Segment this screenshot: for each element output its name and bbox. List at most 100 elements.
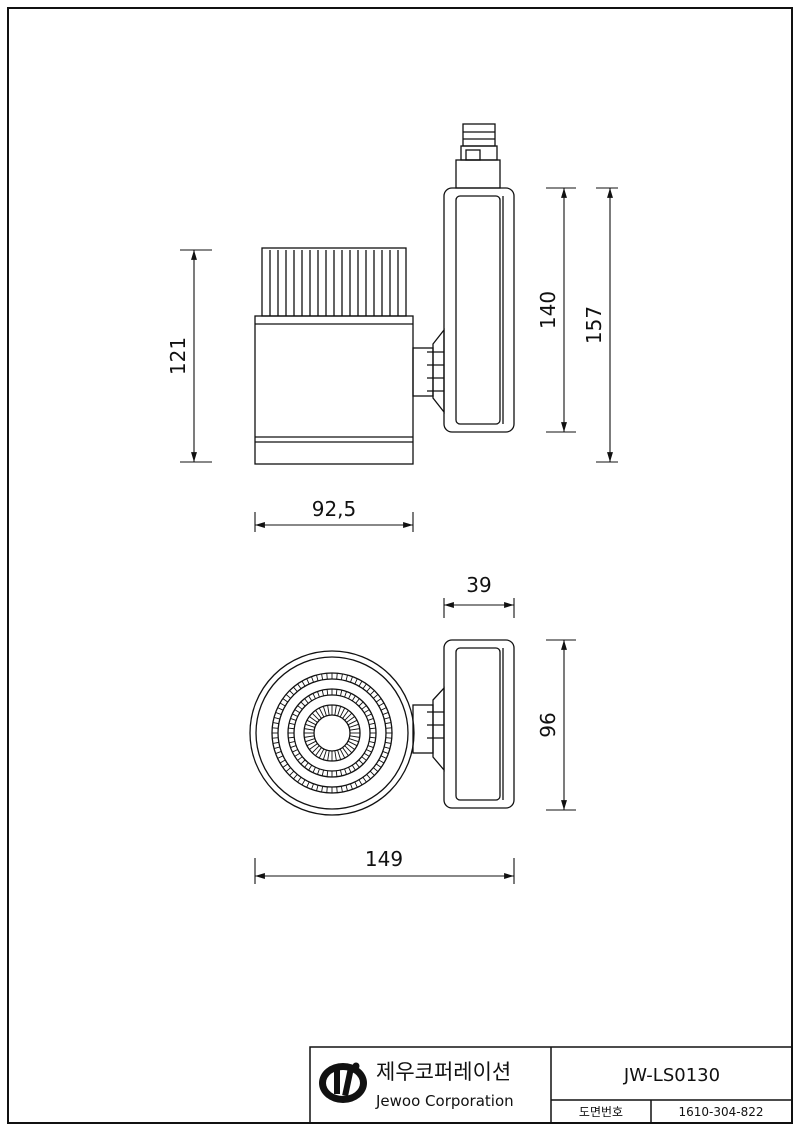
grille-line	[349, 735, 360, 738]
grille-line	[348, 767, 352, 773]
grille-line	[350, 783, 353, 790]
grille-line	[297, 683, 302, 690]
grille-line	[385, 727, 392, 729]
grille-line	[345, 674, 348, 681]
grille-line	[340, 769, 343, 776]
grille-line	[277, 755, 284, 759]
grille-line	[279, 702, 286, 707]
grille-line	[315, 710, 322, 719]
grille-line	[275, 751, 282, 754]
grille-line	[297, 705, 303, 710]
grille-line	[321, 673, 324, 680]
grille-line	[322, 706, 327, 717]
dim-adapter-depth: 39	[466, 573, 491, 597]
grille-line	[304, 762, 309, 768]
grille-line	[273, 717, 280, 720]
dim-total-width: 149	[365, 847, 403, 871]
grille-line	[366, 749, 372, 753]
grille-line	[340, 690, 343, 697]
grille-line	[289, 722, 296, 725]
grille-line	[348, 693, 352, 699]
grille-line	[326, 689, 329, 696]
grille-line	[334, 750, 337, 761]
grille-line	[367, 745, 374, 748]
grille-line	[308, 764, 313, 771]
grille-line	[355, 698, 360, 704]
grille-line	[382, 712, 389, 715]
grille-line	[340, 673, 343, 680]
side-view	[254, 123, 515, 465]
grille-line	[345, 785, 348, 792]
grille-line	[288, 736, 295, 739]
company-name-korean: 제우코퍼레이션	[376, 1060, 511, 1084]
grille-line	[335, 770, 338, 777]
grille-line	[362, 683, 367, 690]
grille-line	[347, 719, 358, 726]
grille-line	[348, 723, 359, 728]
grille-line	[369, 727, 376, 730]
grille-line	[366, 774, 371, 780]
grille-line	[306, 719, 317, 726]
grille-line	[339, 707, 346, 718]
dim-body-height: 121	[166, 337, 190, 375]
grille-line	[368, 722, 375, 725]
grille-line	[306, 781, 310, 788]
dim-adapter-height: 140	[536, 291, 560, 329]
grille-line	[293, 686, 298, 692]
grille-line	[385, 737, 392, 739]
grille-line	[311, 745, 320, 754]
grille-line	[308, 695, 313, 702]
grille-line	[368, 741, 375, 744]
grille-line	[358, 779, 363, 786]
grille-line	[297, 756, 303, 761]
grille-line	[378, 702, 385, 707]
grille-line	[285, 694, 291, 699]
grille-line	[361, 705, 367, 710]
grille-line	[344, 745, 353, 754]
title-block: 제우코퍼레이션 Jewoo Corporation JW-LS0130 도면번호…	[309, 1046, 793, 1124]
drawing-number: 1610-304-822	[678, 1105, 763, 1119]
grille-line	[322, 749, 327, 760]
grille-line	[277, 707, 284, 711]
grille-line	[275, 712, 282, 715]
grille-line	[318, 707, 325, 718]
grille-line	[339, 748, 346, 759]
grille-line	[373, 767, 379, 772]
sheet-border	[7, 7, 793, 1124]
reflector-grille	[272, 673, 392, 793]
grille-line	[289, 690, 295, 696]
grille-line	[306, 740, 317, 747]
grille-line	[279, 759, 286, 764]
grille-line	[290, 745, 297, 748]
grille-line	[304, 698, 309, 704]
grille-line	[354, 678, 358, 685]
grille-line	[366, 713, 372, 717]
grille-line	[340, 786, 343, 793]
grille-line	[317, 768, 320, 775]
grille-line	[311, 783, 314, 790]
grille-line	[382, 751, 389, 754]
grille-line	[321, 690, 324, 697]
grille-line	[312, 767, 316, 773]
heatsink-fins	[261, 247, 407, 317]
front-adapter	[443, 639, 515, 809]
grille-line	[282, 763, 289, 768]
grille-line	[334, 705, 337, 716]
grille-line	[289, 770, 295, 776]
grille-line	[346, 743, 355, 750]
grille-line	[349, 728, 360, 731]
grille-line	[354, 781, 358, 788]
grille-line	[355, 762, 360, 768]
grille-line	[327, 705, 330, 716]
grille-line	[317, 691, 320, 698]
front-view	[249, 639, 515, 816]
grille-line	[272, 737, 279, 739]
grille-line	[347, 740, 358, 747]
grille-line	[311, 676, 314, 683]
grille-line	[301, 680, 306, 687]
grille-line	[380, 707, 387, 711]
grille-line	[316, 785, 319, 792]
company-name-english: Jewoo Corporation	[375, 1092, 514, 1110]
grille-line	[342, 710, 349, 719]
